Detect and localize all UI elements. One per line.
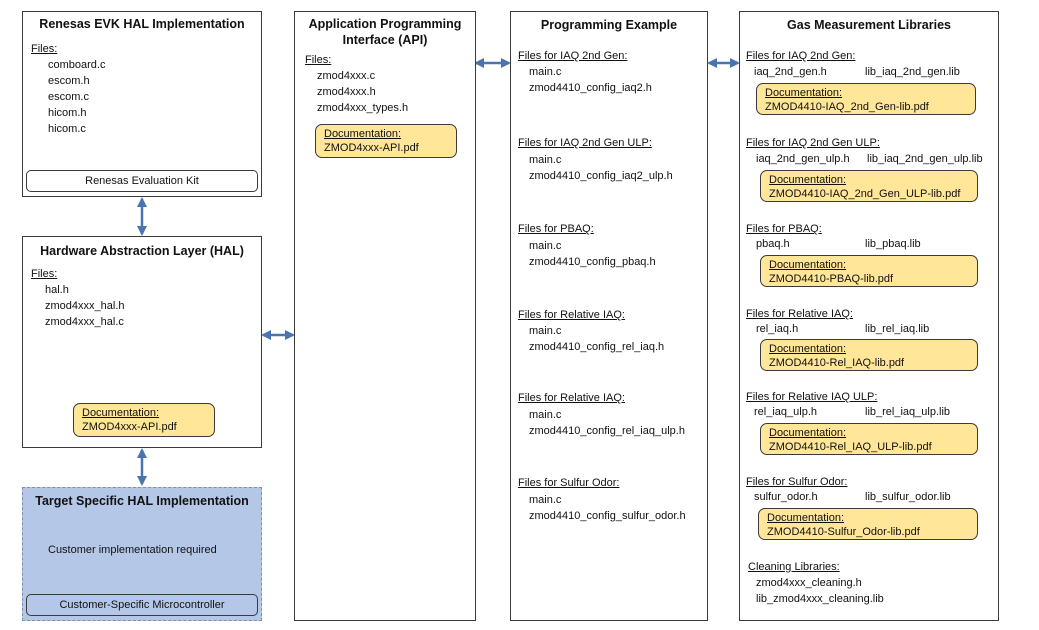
lib-doc-label: Documentation: [767,512,845,524]
hal-title: Hardware Abstraction Layer (HAL) [40,244,244,258]
example-file: main.c [529,409,562,421]
lib-documentation: Documentation: ZMOD4410-Rel_IAQ-lib.pdf [760,339,978,371]
lib-header-file: rel_iaq.h [756,323,799,335]
api-doc-file: ZMOD4xxx-API.pdf [324,142,419,154]
lib-doc-file: ZMOD4410-Rel_IAQ_ULP-lib.pdf [769,441,932,453]
lib-documentation: Documentation: ZMOD4410-Rel_IAQ_ULP-lib.… [760,423,978,455]
lib-doc-file: ZMOD4410-PBAQ-lib.pdf [769,273,894,285]
api-doc-label: Documentation: [324,128,402,140]
example-file: main.c [529,66,562,78]
hal-doc-file: ZMOD4xxx-API.pdf [82,421,177,433]
target-title: Target Specific HAL Implementation [35,494,249,508]
example-section-label: Files for PBAQ: [518,223,594,235]
lib-section-label: Files for PBAQ: [746,223,822,235]
lib-section-label: Files for IAQ 2nd Gen: [746,50,856,62]
libs-title: Gas Measurement Libraries [787,18,951,32]
example-section-label: Files for Relative IAQ: [518,392,625,404]
lib-doc-label: Documentation: [769,343,847,355]
api-title-line1: Application Programming [308,17,462,31]
lib-binary-file: lib_iaq_2nd_gen_ulp.lib [867,153,983,165]
example-file: zmod4410_config_rel_iaq.h [529,341,665,353]
target-note: Customer implementation required [48,544,217,556]
lib-header-file: sulfur_odor.h [754,491,818,503]
example-file: main.c [529,240,562,252]
example-box: Programming Example Files for IAQ 2nd Ge… [510,11,708,621]
evk-file: hicom.h [48,107,87,119]
evk-file: escom.c [48,91,89,103]
lib-documentation: Documentation: ZMOD4410-IAQ_2nd_Gen_ULP-… [760,170,978,202]
lib-binary-file: lib_pbaq.lib [865,238,921,250]
lib-binary-file: lib_sulfur_odor.lib [865,491,951,503]
api-box: Application Programming Interface (API) … [294,11,476,621]
lib-section-label: Files for Relative IAQ ULP: [746,391,878,403]
lib-doc-label: Documentation: [769,174,847,186]
evk-files-label: Files: [31,43,58,55]
lib-documentation: Documentation: ZMOD4410-PBAQ-lib.pdf [760,255,978,287]
example-file: zmod4410_config_iaq2_ulp.h [529,170,673,182]
hal-box: Hardware Abstraction Layer (HAL) Files: … [22,236,262,448]
evk-title: Renesas EVK HAL Implementation [39,17,245,31]
evk-box: Renesas EVK HAL Implementation Files: co… [22,11,262,197]
libs-box: Gas Measurement Libraries Files for IAQ … [739,11,999,621]
lib-doc-label: Documentation: [769,259,847,271]
cleaning-file: lib_zmod4xxx_cleaning.lib [756,593,884,605]
example-section-label: Files for Sulfur Odor: [518,477,620,489]
target-hal-box: Target Specific HAL Implementation Custo… [22,487,262,621]
api-title-line2: Interface (API) [342,33,428,47]
lib-documentation: Documentation: ZMOD4410-Sulfur_Odor-lib.… [758,508,978,540]
hal-files-label: Files: [31,268,58,280]
example-section-label: Files for Relative IAQ: [518,309,625,321]
lib-header-file: pbaq.h [756,238,790,250]
customer-microcontroller-box: Customer-Specific Microcontroller [26,594,258,616]
example-file: zmod4410_config_rel_iaq_ulp.h [529,425,685,437]
example-section-label: Files for IAQ 2nd Gen ULP: [518,137,652,149]
example-file: zmod4410_config_iaq2.h [529,82,652,94]
example-file: zmod4410_config_pbaq.h [529,256,656,268]
lib-header-file: rel_iaq_ulp.h [754,406,817,418]
lib-binary-file: lib_rel_iaq.lib [865,323,930,335]
evk-file: comboard.c [48,59,106,71]
hal-file: zmod4xxx_hal.c [45,316,124,328]
example-file: main.c [529,494,562,506]
lib-binary-file: lib_iaq_2nd_gen.lib [865,66,960,78]
api-file: zmod4xxx.h [317,86,376,98]
lib-doc-label: Documentation: [765,87,843,99]
evk-file: hicom.c [48,123,86,135]
example-title: Programming Example [540,18,678,32]
lib-binary-file: lib_rel_iaq_ulp.lib [865,406,951,418]
hal-doc-label: Documentation: [82,407,160,419]
api-files-label: Files: [305,54,332,66]
lib-section-label: Files for Relative IAQ: [746,308,853,320]
evaluation-kit-box: Renesas Evaluation Kit [26,170,258,192]
evk-file: escom.h [48,75,90,87]
example-section-label: Files for IAQ 2nd Gen: [518,50,628,62]
example-file: main.c [529,325,562,337]
lib-section-label: Files for Sulfur Odor: [746,476,848,488]
lib-doc-file: ZMOD4410-Rel_IAQ-lib.pdf [769,357,905,369]
api-file: zmod4xxx.c [317,70,376,82]
example-file: main.c [529,154,562,166]
cleaning-label: Cleaning Libraries: [748,561,840,573]
lib-section-label: Files for IAQ 2nd Gen ULP: [746,137,880,149]
lib-doc-label: Documentation: [769,427,847,439]
lib-doc-file: ZMOD4410-IAQ_2nd_Gen-lib.pdf [765,101,929,113]
api-file: zmod4xxx_types.h [317,102,409,114]
lib-header-file: iaq_2nd_gen.h [754,66,827,78]
lib-documentation: Documentation: ZMOD4410-IAQ_2nd_Gen-lib.… [756,83,976,115]
api-documentation: Documentation: ZMOD4xxx-API.pdf [315,124,457,158]
lib-doc-file: ZMOD4410-Sulfur_Odor-lib.pdf [767,526,920,538]
lib-doc-file: ZMOD4410-IAQ_2nd_Gen_ULP-lib.pdf [769,188,961,200]
example-file: zmod4410_config_sulfur_odor.h [529,510,686,522]
hal-file: zmod4xxx_hal.h [45,300,125,312]
lib-header-file: iaq_2nd_gen_ulp.h [756,153,850,165]
hal-documentation: Documentation: ZMOD4xxx-API.pdf [73,403,215,437]
hal-file: hal.h [45,284,69,296]
cleaning-file: zmod4xxx_cleaning.h [756,577,862,589]
